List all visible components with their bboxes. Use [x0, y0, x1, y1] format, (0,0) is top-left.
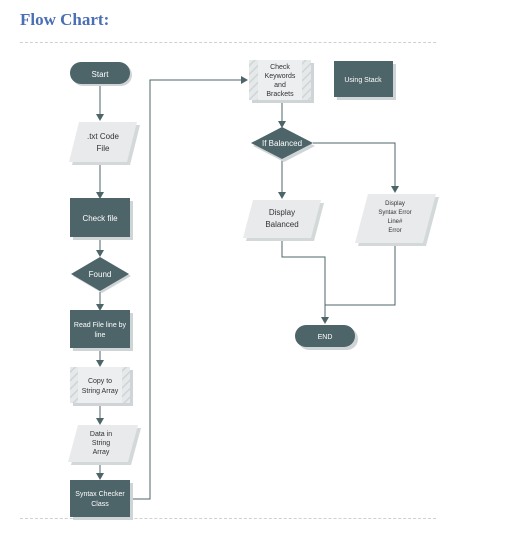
check-keywords-label-4: Brackets [266, 91, 294, 98]
copy-node: Copy to String Array [70, 367, 133, 406]
start-label: Start [92, 70, 110, 79]
display-balanced-node: Display Balanced [243, 200, 324, 241]
syntax-checker-label-1: Syntax Checker [75, 491, 125, 498]
display-error-node: Display Syntax Error Line# Error [355, 194, 439, 246]
data-node: Data in String Array [68, 425, 141, 465]
bottom-divider [20, 518, 436, 519]
display-error-label-1: Display [385, 201, 405, 207]
if-balanced-node: If Balanced [251, 127, 315, 162]
using-stack-label: Using Stack [344, 77, 382, 84]
read-file-label-1: Read File line by [74, 322, 127, 329]
copy-label-2: String Array [82, 388, 119, 395]
check-keywords-label-3: and [274, 82, 286, 89]
read-file-node: Read File line by line [70, 310, 133, 351]
start-node: Start [70, 62, 132, 86]
syntax-checker-node: Syntax Checker Class [70, 480, 133, 520]
display-error-label-2: Syntax Error [378, 210, 411, 216]
data-label-2: String [92, 440, 110, 447]
check-keywords-label-2: Keywords [265, 73, 296, 80]
txt-file-label-2: File [97, 144, 110, 153]
found-label: Found [89, 270, 112, 279]
top-divider [20, 42, 436, 43]
data-label-1: Data in [90, 431, 112, 438]
display-balanced-label-1: Display [269, 208, 295, 217]
found-node: Found [71, 257, 131, 293]
end-node: END [295, 325, 358, 350]
if-balanced-label: If Balanced [262, 139, 302, 148]
check-file-label: Check file [82, 214, 118, 223]
txt-file-label-1: .txt Code [87, 132, 120, 141]
connectors [96, 76, 399, 500]
display-error-label-3: Line# [388, 219, 403, 225]
txt-file-node: .txt Code File [69, 122, 140, 165]
display-error-label-4: Error [388, 228, 401, 234]
using-stack-node: Using Stack [334, 61, 396, 100]
end-label: END [318, 334, 333, 341]
display-balanced-label-2: Balanced [265, 220, 298, 229]
data-label-3: Array [93, 449, 110, 456]
syntax-checker-label-2: Class [91, 501, 109, 508]
page-title: Flow Chart: [20, 10, 110, 29]
copy-label-1: Copy to [88, 378, 112, 385]
check-keywords-label-1: Check [270, 64, 290, 71]
check-file-node: Check file [70, 198, 133, 240]
read-file-label-2: line [95, 332, 106, 339]
check-keywords-node: Check Keywords and Brackets [249, 60, 314, 103]
